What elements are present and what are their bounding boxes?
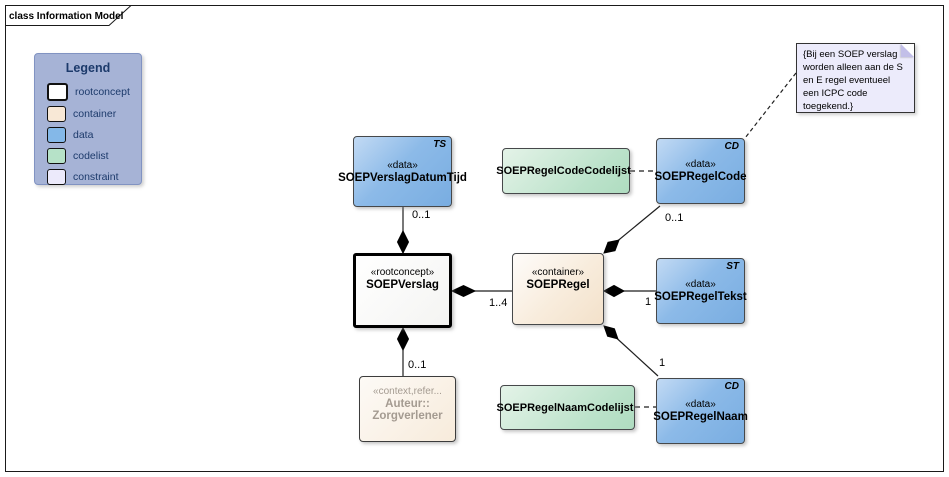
class-subname: Zorgverlener bbox=[372, 410, 443, 422]
class-name: SOEPRegelCode bbox=[654, 171, 747, 183]
stereotype: «context,refer... bbox=[373, 386, 442, 397]
legend-item-label: codelist bbox=[73, 149, 109, 162]
constraint-note[interactable]: {Bij een SOEP verslag worden alleen aan … bbox=[796, 43, 915, 113]
class-soepregelnaam[interactable]: CD «data» SOEPRegelNaam bbox=[653, 378, 748, 444]
multiplicity-regel-regelcode: 0..1 bbox=[665, 212, 684, 224]
legend-item-rootconcept: rootconcept bbox=[35, 80, 141, 103]
type-tag-st: ST bbox=[726, 261, 739, 272]
type-tag-ts: TS bbox=[433, 139, 446, 150]
legend-item-data: data bbox=[35, 124, 141, 145]
class-name: Auteur:: bbox=[385, 398, 430, 410]
rootconcept-swatch bbox=[47, 82, 68, 101]
class-name: SOEPRegelNaam bbox=[653, 411, 748, 423]
legend: Legend rootconcept container data codeli… bbox=[34, 53, 142, 185]
class-name: SOEPRegel bbox=[526, 279, 590, 291]
multiplicity-verslag-auteur: 0..1 bbox=[408, 359, 427, 371]
stereotype: «container» bbox=[531, 267, 585, 278]
multiplicity-verslag-datumtijd: 0..1 bbox=[412, 209, 431, 221]
frame-tab-label: class Information Model bbox=[9, 11, 124, 22]
class-name: SOEPRegelCodeCodelijst bbox=[496, 165, 631, 177]
stereotype: «data» bbox=[685, 159, 716, 170]
legend-item-container: container bbox=[35, 103, 141, 124]
multiplicity-regel-regeltekst: 1 bbox=[645, 296, 652, 308]
codelist-swatch bbox=[47, 147, 66, 164]
frame-tab: class Information Model bbox=[5, 5, 133, 26]
class-soepregel[interactable]: «container» SOEPRegel bbox=[512, 253, 604, 325]
legend-item-label: data bbox=[73, 128, 94, 141]
class-name: SOEPRegelNaamCodelijst bbox=[496, 401, 634, 414]
class-name: SOEPRegelTekst bbox=[654, 291, 747, 303]
class-name: SOEPVerslagDatumTijd bbox=[338, 171, 467, 184]
multiplicity-regel-regelnaam: 1 bbox=[659, 357, 666, 369]
class-soepverslag[interactable]: «rootconcept» SOEPVerslag bbox=[353, 253, 452, 328]
container-swatch bbox=[47, 105, 66, 122]
data-swatch bbox=[47, 126, 66, 143]
class-soepregelcode[interactable]: CD «data» SOEPRegelCode bbox=[654, 138, 747, 204]
constraint-note-text: {Bij een SOEP verslag worden alleen aan … bbox=[803, 49, 903, 113]
class-soepregeltekst[interactable]: ST «data» SOEPRegelTekst bbox=[654, 258, 747, 324]
type-tag-cd: CD bbox=[724, 141, 739, 152]
legend-item-codelist: codelist bbox=[35, 145, 141, 166]
legend-item-label: container bbox=[73, 107, 117, 120]
legend-item-label: constraint bbox=[73, 170, 119, 183]
class-soepregelnaamcodelijst[interactable]: SOEPRegelNaamCodelijst bbox=[496, 385, 635, 430]
stereotype: «data» bbox=[685, 279, 716, 290]
legend-item-constraint: constraint bbox=[35, 166, 141, 187]
multiplicity-verslag-regel: 1..4 bbox=[489, 297, 508, 309]
legend-item-label: rootconcept bbox=[75, 85, 130, 98]
type-tag-cd: CD bbox=[724, 381, 739, 392]
stereotype: «data» bbox=[685, 399, 716, 410]
constraint-swatch bbox=[47, 168, 66, 185]
stereotype: «rootconcept» bbox=[370, 267, 435, 278]
stereotype: «data» bbox=[387, 159, 418, 171]
class-soepregelcodecodelijst[interactable]: SOEPRegelCodeCodelijst bbox=[496, 148, 631, 194]
class-soepverslagdatumtijd[interactable]: TS «data» SOEPVerslagDatumTijd bbox=[338, 136, 467, 207]
class-name: SOEPVerslag bbox=[366, 279, 439, 291]
class-auteur-zorgverlener[interactable]: «context,refer... Auteur:: Zorgverlener bbox=[359, 376, 456, 442]
legend-title: Legend bbox=[65, 61, 111, 75]
